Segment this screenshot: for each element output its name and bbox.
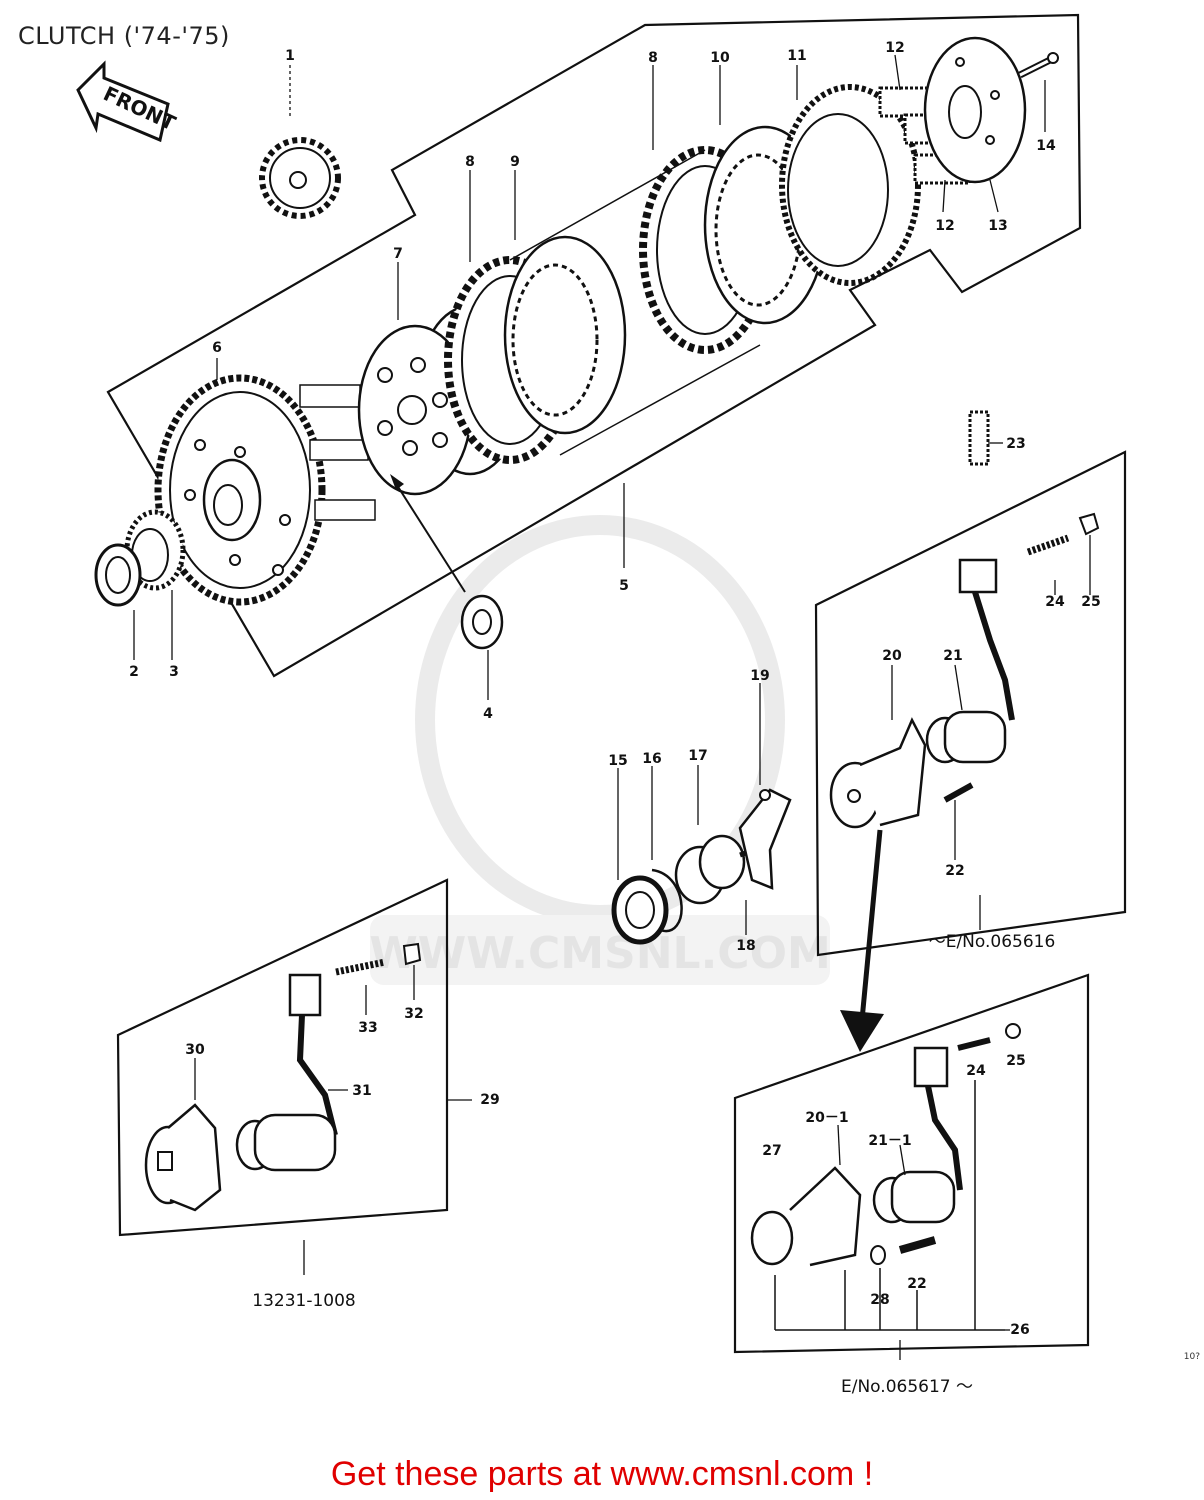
callout-24a: 24 [1045, 594, 1065, 610]
callout-22a: 22 [945, 863, 964, 879]
screw-right-icon [870, 1236, 937, 1265]
callout-13: 13 [988, 218, 1007, 234]
release-body-icon [829, 717, 927, 829]
release-lever-icon [925, 558, 1015, 764]
callout-24b: 24 [966, 1063, 986, 1079]
callout-27: 27 [762, 1143, 781, 1159]
callout-1: 1 [285, 48, 295, 64]
callout-28: 28 [870, 1292, 889, 1308]
callout-6: 6 [212, 340, 222, 356]
clutch-plates-set-front-icon [444, 235, 627, 464]
callout-31: 31 [352, 1083, 371, 1099]
clutch-housing-icon [154, 374, 376, 606]
callout-30: 30 [185, 1042, 205, 1058]
callout-14: 14 [1036, 138, 1056, 154]
footer-link[interactable]: Get these parts at www.cmsnl.com ! [330, 1455, 874, 1493]
release-frame-left [116, 878, 449, 1237]
spring-plate-icon [923, 36, 1027, 184]
oil-seal-icon [611, 868, 683, 945]
callout-7: 7 [393, 246, 403, 262]
clutch-assembly-frame [106, 13, 1082, 678]
screw-icon [943, 782, 974, 803]
pressure-plate-icon [779, 84, 921, 286]
front-arrow-icon: FRONT [76, 60, 180, 143]
watermark-text: WWW.CMSNL.COM [369, 928, 831, 979]
callout-20: 20 [882, 648, 902, 664]
release-lever-right-icon [872, 1046, 963, 1224]
callout-9: 9 [510, 154, 520, 170]
release-frame-right [733, 973, 1090, 1354]
callout-20-1: 20－1 [805, 1110, 848, 1126]
callout-25a: 25 [1081, 594, 1100, 610]
callout-17: 17 [688, 748, 707, 764]
release-frame-upper [814, 450, 1127, 957]
sprocket-gear-icon [259, 137, 341, 219]
pushrod-spring-icon [968, 410, 990, 466]
callout-4: 4 [483, 706, 493, 722]
pin-right-icon [957, 1023, 1021, 1051]
callout-18: 18 [736, 938, 755, 954]
callout-11: 11 [787, 48, 806, 64]
callout-23: 23 [1006, 436, 1025, 452]
callout-22b: 22 [907, 1276, 926, 1292]
thrust-washer-icon [94, 543, 142, 607]
callout-21-1: 21－1 [868, 1133, 911, 1149]
callout-16: 16 [642, 751, 661, 767]
leader-lines [133, 54, 1091, 1360]
callout-8b: 8 [648, 50, 658, 66]
callout-10: 10 [710, 50, 730, 66]
callout-3: 3 [169, 664, 179, 680]
page-title: CLUTCH ('74-'75) [18, 22, 230, 50]
callout-26: 26 [1010, 1322, 1029, 1338]
callout-8a: 8 [465, 154, 475, 170]
engine-number-upto-label: ～E/No.065616 [929, 932, 1056, 952]
change-arrow-icon [840, 829, 884, 1052]
callouts: 1 2 3 4 5 6 7 8 8 9 10 11 12 12 13 14 15… [129, 40, 1101, 1338]
callout-29: 29 [480, 1092, 499, 1108]
callout-19: 19 [750, 668, 769, 684]
callout-15: 15 [608, 753, 627, 769]
callout-33: 33 [358, 1020, 377, 1036]
release-body-right-icon [750, 1166, 862, 1267]
figure-code: 10? [1183, 1352, 1200, 1362]
group-bracket-26 [774, 1080, 1005, 1331]
engine-number-from-label: E/No.065617 ～ [841, 1377, 973, 1397]
callout-2: 2 [129, 664, 139, 680]
watermark: WWW.CMSNL.COM [369, 515, 831, 985]
adjust-screw-left-icon [335, 942, 422, 976]
washer-icon [390, 474, 504, 650]
release-body-left-icon [144, 1103, 222, 1212]
part-number-label: 13231-1008 [252, 1291, 355, 1311]
callout-21: 21 [943, 648, 962, 664]
callout-32: 32 [404, 1006, 423, 1022]
release-lever-left-icon [235, 973, 338, 1172]
gasket-icon [738, 788, 792, 890]
callout-5: 5 [619, 578, 629, 594]
callout-12a: 12 [885, 40, 904, 56]
adjust-screw-icon [1026, 512, 1100, 556]
callout-12b: 12 [935, 218, 954, 234]
callout-25b: 25 [1006, 1053, 1025, 1069]
bolt-icon [1018, 52, 1059, 79]
